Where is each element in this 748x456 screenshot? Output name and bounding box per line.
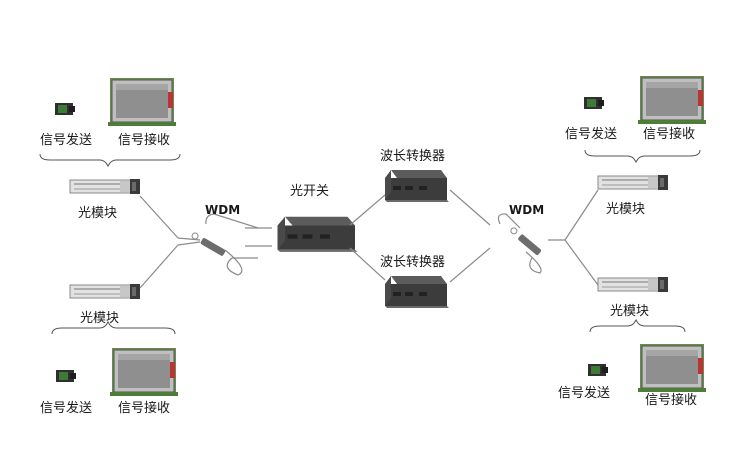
signal-receiver-device — [109, 347, 179, 397]
label-signal-receive: 信号接收 — [643, 126, 695, 142]
label-signal-receive: 信号接收 — [645, 392, 697, 408]
label-signal-send: 信号发送 — [565, 126, 617, 142]
grouping-brace — [39, 153, 181, 168]
label-signal-send: 信号发送 — [558, 385, 610, 401]
fiber-links-left — [139, 195, 259, 289]
wavelength-converter-device — [385, 276, 449, 308]
optical-switch-device — [277, 216, 358, 252]
signal-receiver-device — [107, 77, 177, 127]
label-signal-send: 信号发送 — [40, 132, 92, 148]
signal-receiver-device — [637, 343, 707, 393]
signal-sender-device — [588, 364, 608, 376]
label-optical-module: 光模块 — [78, 206, 117, 221]
grouping-brace — [589, 318, 686, 333]
optical-module-device — [69, 178, 141, 195]
fiber-links-right — [497, 189, 599, 286]
label-optical-switch: 光开关 — [290, 184, 329, 199]
label-optical-module: 光模块 — [610, 304, 649, 319]
wdm-coupler-device — [508, 226, 543, 257]
label-optical-module: 光模块 — [606, 202, 645, 217]
signal-sender-device — [55, 103, 75, 115]
grouping-brace — [584, 149, 701, 164]
label-wavelength-converter: 波长转换器 — [380, 149, 445, 164]
label-optical-module: 光模块 — [80, 311, 119, 326]
optical-module-device — [69, 283, 141, 300]
wavelength-converter-device — [385, 170, 449, 202]
label-signal-receive: 信号接收 — [118, 132, 170, 148]
label-signal-receive: 信号接收 — [118, 400, 170, 416]
label-wdm: WDM — [509, 203, 544, 217]
label-wavelength-converter: 波长转换器 — [380, 255, 445, 270]
fiber-links-center — [349, 189, 491, 283]
label-wdm: WDM — [205, 203, 240, 217]
label-signal-send: 信号发送 — [40, 400, 92, 416]
grouping-brace — [51, 320, 176, 335]
optical-module-device — [597, 174, 669, 191]
signal-receiver-device — [637, 75, 707, 125]
signal-sender-device — [56, 370, 76, 382]
wdm-coupler-device — [189, 231, 227, 257]
signal-sender-device — [584, 97, 604, 109]
optical-module-device — [597, 276, 669, 293]
